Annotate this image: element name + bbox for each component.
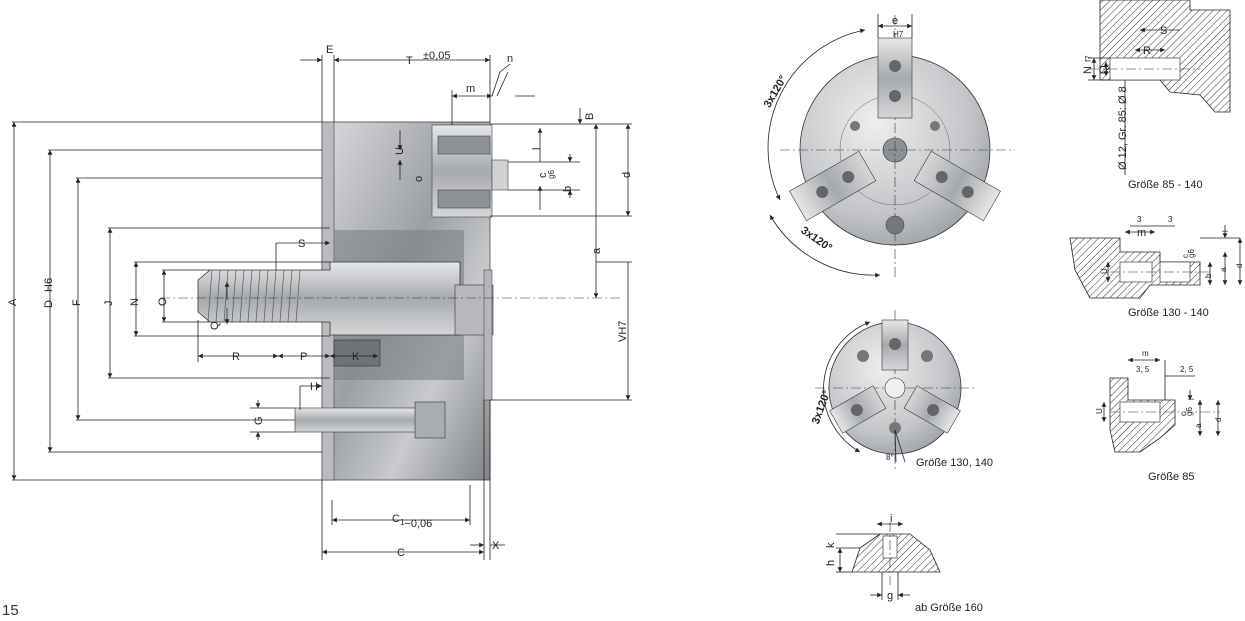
k-nut (333, 339, 381, 367)
large-jaw-top (877, 37, 913, 119)
angle-small: 3x120° (810, 389, 833, 426)
label-d-130: d (1235, 264, 1244, 268)
detail-130-140: 3 3 m l c g6 b a d U Größe 130 - 140 (1069, 215, 1244, 319)
label-i: i (890, 513, 892, 525)
label-g: g (887, 590, 893, 602)
label-Q: Q (209, 321, 221, 330)
label-A: A (7, 298, 19, 306)
label-N: N (129, 298, 141, 306)
label-VH7: VH7 (617, 321, 629, 342)
label-k: k (825, 542, 837, 548)
three-b: 3 (1168, 215, 1173, 224)
front-view-large: e H7 3x120° 3x120° (762, 14, 1015, 280)
small-jaw-top (881, 319, 909, 371)
large-jaw-right (913, 150, 1001, 222)
label-H7: H7 (893, 30, 904, 39)
jaw-step (491, 159, 509, 191)
label-C1: C1−0,06 (392, 513, 432, 530)
top-dimensions (300, 55, 535, 125)
label-Q-detail: Q (1098, 65, 1110, 74)
eight-degree: 8° (886, 453, 894, 462)
label-X: X (492, 540, 500, 552)
label-C: C (397, 547, 405, 559)
left-dimensions (11, 121, 378, 481)
label-g6: g6 (547, 170, 556, 179)
label-G: G (253, 416, 265, 425)
label-m-130: m (1137, 227, 1146, 239)
label-E: E (326, 44, 333, 56)
label-m: m (466, 83, 475, 95)
label-R-detail: R (1143, 45, 1151, 57)
front-ring (483, 269, 493, 401)
label-U: U (394, 147, 406, 155)
label-o: o (413, 176, 425, 182)
label-U-130: U (1100, 268, 1109, 274)
section-160: i h k g ab Größe 160 (825, 513, 983, 614)
bore-note: Ø 12, Gr. 85: Ø 8 (1117, 86, 1129, 170)
label-a: a (591, 247, 603, 254)
caption-130-140: Größe 130, 140 (916, 457, 993, 469)
label-H: H (310, 381, 318, 393)
label-H6: H6 (43, 278, 55, 292)
label-2-5: 2, 5 (1180, 365, 1194, 374)
small-jaw-right (903, 385, 961, 434)
label-S: S (298, 238, 305, 250)
detail-85-140: S R N f7 Q Ø 12, Gr. 85: Ø 8 Größe 85 - … (1082, 0, 1231, 191)
label-F: F (71, 299, 83, 306)
three-a: 3 (1137, 215, 1142, 224)
label-d: d (621, 172, 633, 178)
label-N-detail: N (1082, 66, 1094, 74)
label-S-detail: S (1160, 25, 1167, 37)
label-l-130: l (1221, 230, 1230, 232)
label-B: B (584, 113, 596, 120)
label-l: l (531, 148, 543, 150)
caption-85-140: Größe 85 - 140 (1128, 179, 1203, 191)
caption-ab-160: ab Größe 160 (915, 602, 983, 614)
front-view-small: 3x120° 8° Größe 130, 140 (810, 310, 993, 470)
label-3-5: 3, 5 (1136, 365, 1150, 374)
label-O: O (157, 297, 169, 306)
label-n: n (507, 53, 513, 65)
label-g6-130: g6 (1187, 249, 1196, 258)
label-D: D (43, 300, 55, 308)
label-b: b (562, 186, 574, 192)
bolt-thread (207, 269, 301, 323)
label-J: J (103, 301, 115, 307)
jaw-screw-upper (437, 135, 491, 155)
angle-bottom: 3x120° (799, 224, 835, 254)
main-side-view: E T ±0,05 n m B U l c g6 o b d a S A D H… (2, 44, 633, 619)
label-l-85: l (1187, 398, 1196, 400)
right-dimensions (397, 108, 632, 401)
caption-85: Größe 85 (1148, 471, 1194, 483)
label-g6-85: g6 (1185, 407, 1194, 416)
label-c-85: c (1179, 412, 1188, 416)
label-e: e (892, 15, 898, 27)
label-d-85: d (1214, 418, 1223, 422)
lower-bolt-head (414, 401, 446, 439)
label-b-130: b (1204, 273, 1213, 278)
label-P: P (300, 351, 307, 363)
label-f7: f7 (1084, 55, 1093, 62)
caption-130-140-detail: Größe 130 - 140 (1128, 307, 1209, 319)
label-T: T (406, 55, 413, 67)
label-a-130: a (1219, 267, 1228, 272)
jaw-screw-lower (437, 189, 491, 209)
detail-85: m 3, 5 2, 5 U l c g6 a d Größe 85 (1095, 349, 1223, 483)
label-K: K (352, 351, 360, 363)
label-h: h (825, 560, 837, 566)
label-a-85: a (1194, 423, 1203, 428)
angle-top: 3x120° (762, 74, 790, 110)
label-c: c (537, 172, 549, 178)
bottom-dimensions (321, 400, 505, 560)
page-number: 15 (2, 602, 19, 619)
label-m-85: m (1142, 349, 1149, 358)
label-c-130: c (1181, 254, 1190, 258)
label-U-85: U (1095, 408, 1104, 414)
label-R: R (232, 351, 240, 363)
tolerance-top: ±0,05 (423, 50, 450, 62)
